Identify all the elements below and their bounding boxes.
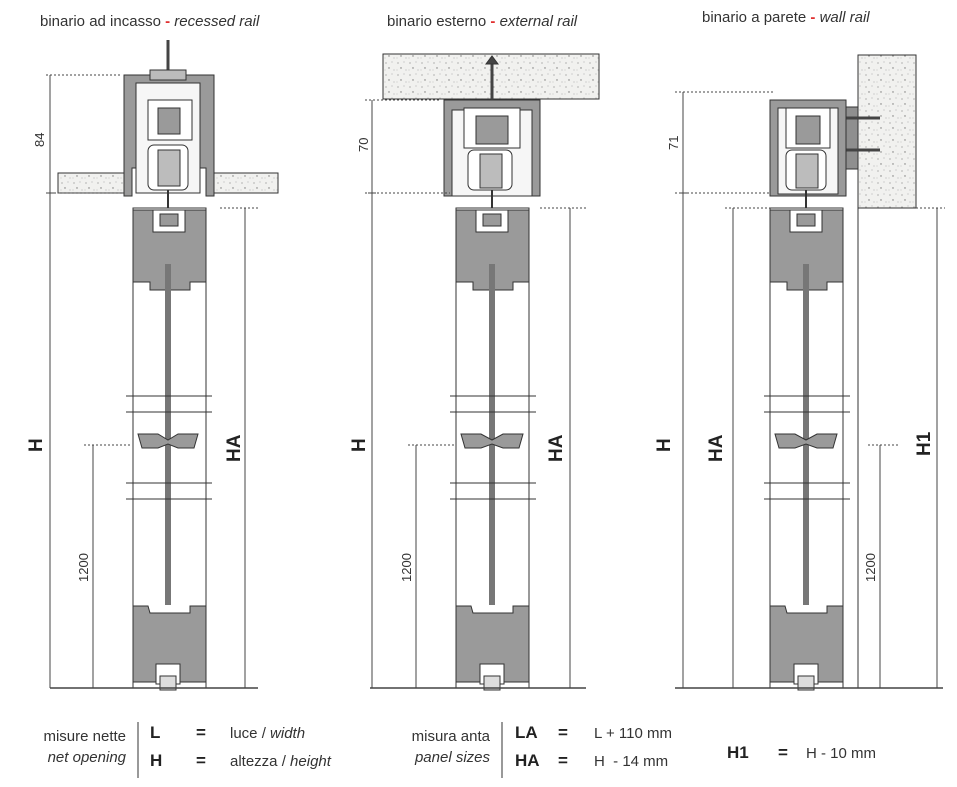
legend-val-h1: H - 10 mm: [806, 745, 876, 762]
wall-block: [857, 54, 917, 209]
legend-panel-label-en: panel sizes: [414, 749, 491, 766]
dim-ha-1: HA: [224, 434, 245, 462]
dim-h1: H1: [914, 431, 935, 456]
legend-sym-l: L: [150, 723, 160, 742]
ceiling-right: [211, 172, 279, 194]
handle: [774, 433, 838, 449]
header-wall: binario a parete - wall rail: [702, 9, 870, 26]
dim-h-1: H: [26, 438, 47, 452]
handle: [137, 433, 199, 449]
legend: misure nette net opening L = luce / widt…: [43, 722, 876, 778]
legend-net-label-it: misure nette: [43, 728, 126, 745]
legend-sym-la: LA: [515, 723, 538, 742]
drawing-recessed: [46, 40, 279, 691]
header-external: binario esterno - external rail: [387, 13, 578, 30]
dim-h-2: H: [349, 438, 370, 452]
dim-1200-2: 1200: [399, 553, 414, 582]
handle: [460, 433, 524, 449]
legend-val-h: altezza / height: [230, 753, 332, 770]
legend-eq-l: =: [196, 723, 206, 742]
dim-ha-3: HA: [706, 434, 727, 462]
dim-70: 70: [356, 138, 371, 152]
legend-panel-label-it: misura anta: [412, 728, 491, 745]
dim-1200-3: 1200: [863, 553, 878, 582]
dim-1200-1: 1200: [76, 553, 91, 582]
header-recessed: binario ad incasso - recessed rail: [40, 13, 260, 30]
legend-eq-la: =: [558, 723, 568, 742]
legend-sym-h: H: [150, 751, 162, 770]
legend-sym-h1: H1: [727, 743, 749, 762]
dim-71: 71: [666, 136, 681, 150]
legend-sym-ha: HA: [515, 751, 540, 770]
legend-eq-h: =: [196, 751, 206, 770]
legend-eq-h1: =: [778, 743, 788, 762]
drawing-wall: [675, 54, 945, 691]
ceiling-left: [57, 172, 125, 194]
dim-h-3: H: [654, 438, 675, 452]
legend-val-ha: H - 14 mm: [594, 753, 668, 770]
legend-val-l: luce / width: [230, 725, 305, 742]
dim-84: 84: [32, 133, 47, 147]
drawing-external: [365, 53, 600, 691]
legend-net-label-en: net opening: [48, 749, 127, 766]
dim-ha-2: HA: [546, 434, 567, 462]
legend-eq-ha: =: [558, 751, 568, 770]
legend-val-la: L + 110 mm: [594, 725, 672, 742]
